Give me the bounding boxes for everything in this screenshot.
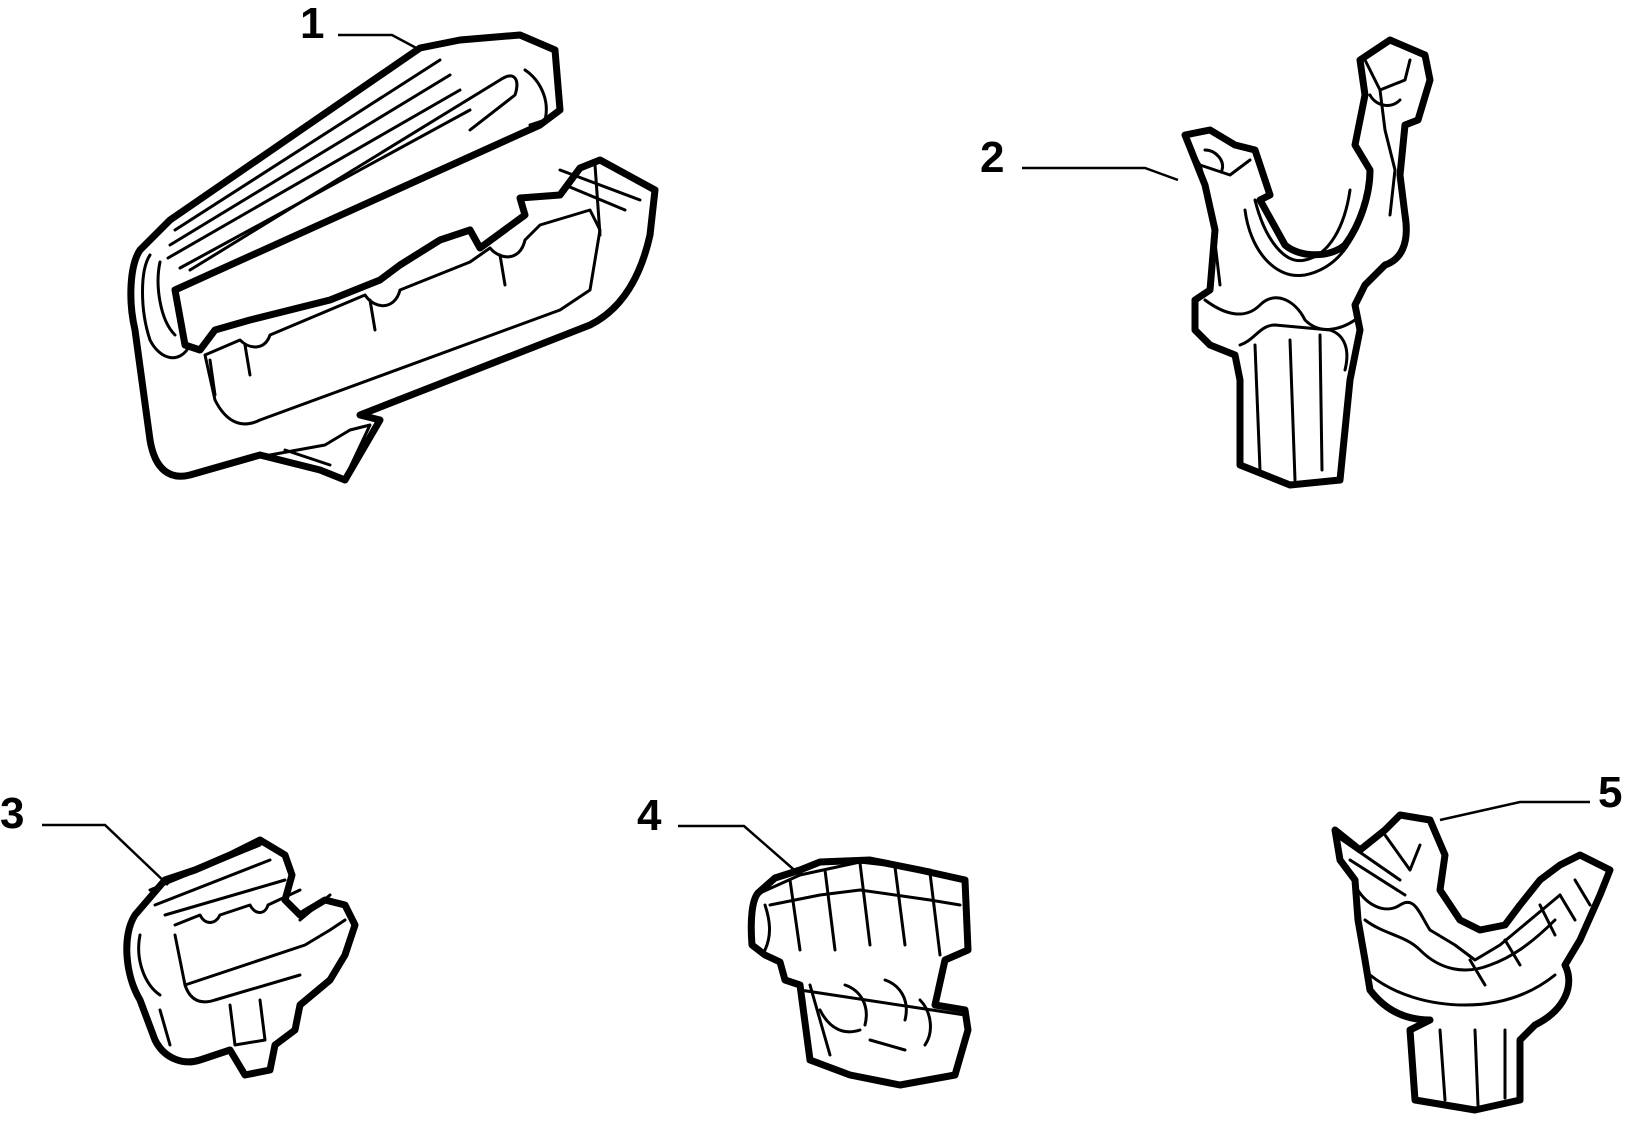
callout-number-3: 3: [0, 789, 24, 838]
leader-line-5: [1439, 800, 1590, 822]
part-4-box-clip[interactable]: [747, 856, 972, 1089]
callout-1: 1: [300, 0, 421, 52]
callout-5: 5: [1439, 768, 1622, 822]
part-3-small-clip[interactable]: [123, 836, 359, 1079]
leader-line-3: [42, 823, 169, 886]
leader-line-4: [678, 824, 801, 876]
callout-2: 2: [980, 133, 1179, 182]
part-2-y-bracket[interactable]: [1181, 36, 1434, 489]
leader-line-2: [1022, 166, 1179, 182]
leader-line-1: [338, 33, 421, 52]
part-1-cable-clip[interactable]: [127, 31, 659, 484]
part-5-pedestal-clip[interactable]: [1331, 811, 1614, 1114]
callout-number-4: 4: [637, 791, 662, 840]
callout-number-2: 2: [980, 133, 1004, 182]
callout-number-5: 5: [1598, 768, 1622, 817]
callout-4: 4: [637, 791, 801, 876]
callout-3: 3: [0, 789, 169, 886]
callout-number-1: 1: [300, 0, 324, 48]
